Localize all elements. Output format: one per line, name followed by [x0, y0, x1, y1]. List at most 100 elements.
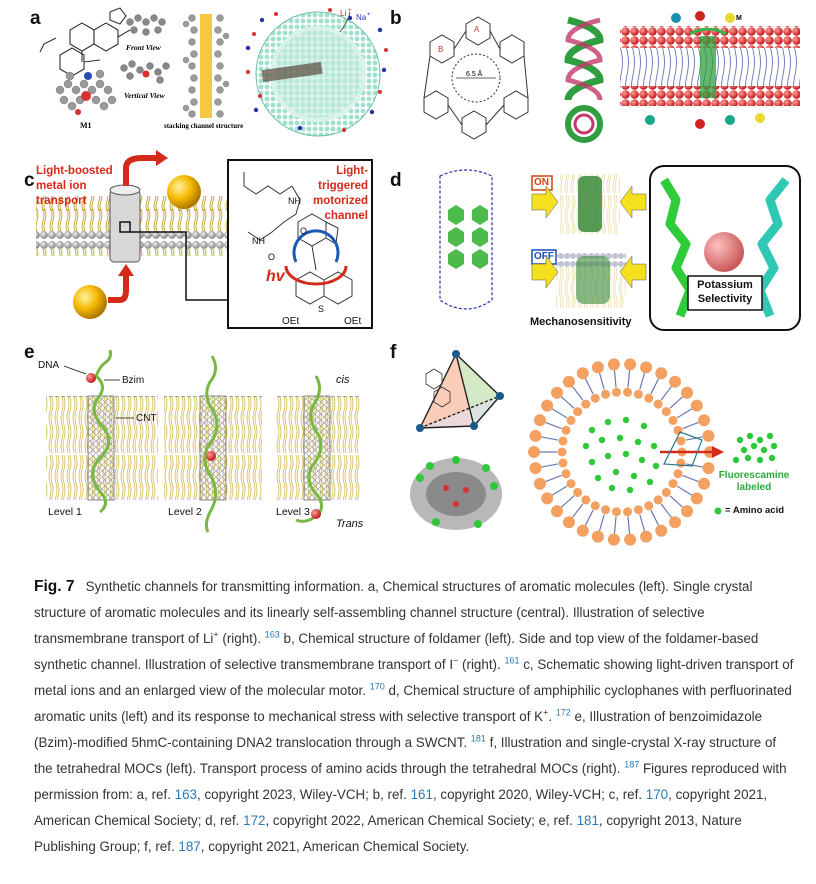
lipid-head-outer [690, 399, 703, 412]
transport-arrow-f [660, 431, 724, 467]
on-label: ON [534, 177, 549, 188]
metal-ion-top [167, 175, 201, 209]
lipid-tail [660, 503, 672, 518]
reference-link[interactable]: 187 [624, 759, 640, 770]
lipid-tail [650, 509, 660, 526]
nh-label-1: NH [288, 196, 301, 206]
lipid-tail [676, 485, 693, 496]
lipid-head-outer [690, 492, 703, 505]
amino-acid-legend-dot [714, 507, 722, 515]
lipid-head-outer [607, 533, 620, 546]
pore-label: 6.5 Å [466, 69, 483, 78]
reference-link[interactable]: 163 [174, 787, 197, 802]
fluorescamine-label: Fluorescamine labeled [718, 470, 790, 493]
lipid-head-inner [653, 495, 663, 505]
lipid-head-outer [541, 399, 554, 412]
reference-link[interactable]: 161 [504, 655, 520, 666]
lipid-head-inner [611, 507, 621, 517]
panel-c-graphics [36, 150, 373, 329]
lipid-head-inner [623, 387, 633, 397]
lipid-tail [627, 370, 631, 388]
cnt-level3 [276, 375, 360, 523]
o-label-2: O [268, 252, 276, 262]
amino-acid-dot [604, 418, 612, 426]
lipid-head-outer [550, 505, 563, 518]
reference-link[interactable]: 163 [264, 629, 280, 640]
lipid-head-inner [566, 479, 576, 489]
nh-label-2: NH [252, 236, 265, 246]
panel-letter-a: a [30, 8, 41, 29]
caption-text: (right). [218, 631, 265, 646]
figure-label: Fig. 7 [34, 578, 75, 595]
na-ion-label: Na [356, 13, 367, 22]
lipid-head-inner [573, 487, 583, 497]
lipid-head-inner [581, 399, 591, 409]
foldamer-helix-side [564, 16, 604, 101]
reference-link[interactable]: 172 [243, 813, 266, 828]
reference-link[interactable]: 181 [576, 813, 599, 828]
lipid-head-inner [668, 415, 678, 425]
cyclophane-structure [439, 169, 493, 310]
lipid-head-outer [541, 492, 554, 505]
amino-acid-legend-label: = Amino acid [725, 505, 785, 516]
caption-text: b, Chemical structure of foldamer (left)… [34, 631, 759, 672]
reference-superscript: 187 [624, 760, 639, 770]
hv-label: hv [266, 268, 285, 285]
lipid-head-outer [533, 477, 546, 490]
lipid-head-inner [644, 501, 654, 511]
reference-link[interactable]: 161 [410, 787, 433, 802]
lipid-head-outer [550, 386, 563, 399]
lipid-tail [627, 516, 631, 534]
lipid-head-inner [633, 389, 643, 399]
front-view-label: Front View [126, 43, 162, 52]
reference-link[interactable]: 187 [178, 839, 201, 854]
trans-label: Trans [336, 518, 364, 530]
lipid-tail [551, 485, 568, 496]
lipid-head-outer [576, 367, 589, 380]
lipid-tail [682, 421, 699, 430]
membrane-model-b [620, 11, 800, 129]
caption-text: , copyright 2022, American Chemical Soci… [265, 813, 577, 828]
lipid-head-outer [607, 358, 620, 371]
reference-link[interactable]: 170 [645, 787, 669, 802]
panel-letter-e: e [24, 342, 35, 363]
o-label-1: O [300, 226, 308, 236]
lipid-tail [660, 386, 672, 401]
lipid-head-inner [673, 425, 683, 435]
m1-crystal-model [55, 69, 117, 115]
lipid-tail [598, 372, 605, 390]
reference-link[interactable]: 170 [369, 681, 385, 692]
lipid-head-inner [558, 458, 568, 468]
amino-acid-dot [640, 422, 648, 430]
caption-text: Figures reproduced with permission from:… [34, 761, 787, 802]
vertical-view-label: Vertical View [124, 91, 166, 100]
caption-text: d, Chemical structure of amphiphilic cyc… [34, 683, 792, 724]
light-triggered-label: Light-triggered motorized channel [313, 165, 368, 222]
pore-circle [451, 53, 501, 103]
mechano-on-model [531, 174, 647, 234]
amino-acid-dot [594, 474, 602, 482]
foldamer-helix-top [565, 105, 603, 143]
lipid-head-outer [702, 462, 715, 475]
oet-left-label: OEt [282, 316, 300, 327]
lipid-head-outer [698, 414, 711, 427]
amino-acid-dot [608, 484, 616, 492]
lipid-head-inner [644, 393, 654, 403]
foldamer-structure [423, 16, 529, 140]
caption-text: , copyright 2013, Nature Publishing Grou… [34, 813, 742, 854]
caption-text: , copyright 2023, Wiley-VCH; b, ref. [197, 787, 411, 802]
reference-link[interactable]: 181 [470, 733, 486, 744]
motor-structure-box [227, 159, 373, 329]
lipid-head-outer [655, 524, 668, 537]
reference-link[interactable]: 172 [555, 707, 571, 718]
metal-ion-bottom [73, 285, 107, 319]
vesicle-model [245, 8, 388, 137]
lipid-tail [572, 503, 584, 518]
lipid-head-outer [681, 386, 694, 399]
amino-acid-dot [638, 456, 646, 464]
lipid-head-inner [623, 507, 633, 517]
caption-text: , copyright 2021, American Chemical Soci… [200, 839, 470, 854]
lipid-head-outer [702, 429, 715, 442]
amino-acid-dot [652, 462, 660, 470]
panel-letter-c: c [24, 170, 35, 191]
